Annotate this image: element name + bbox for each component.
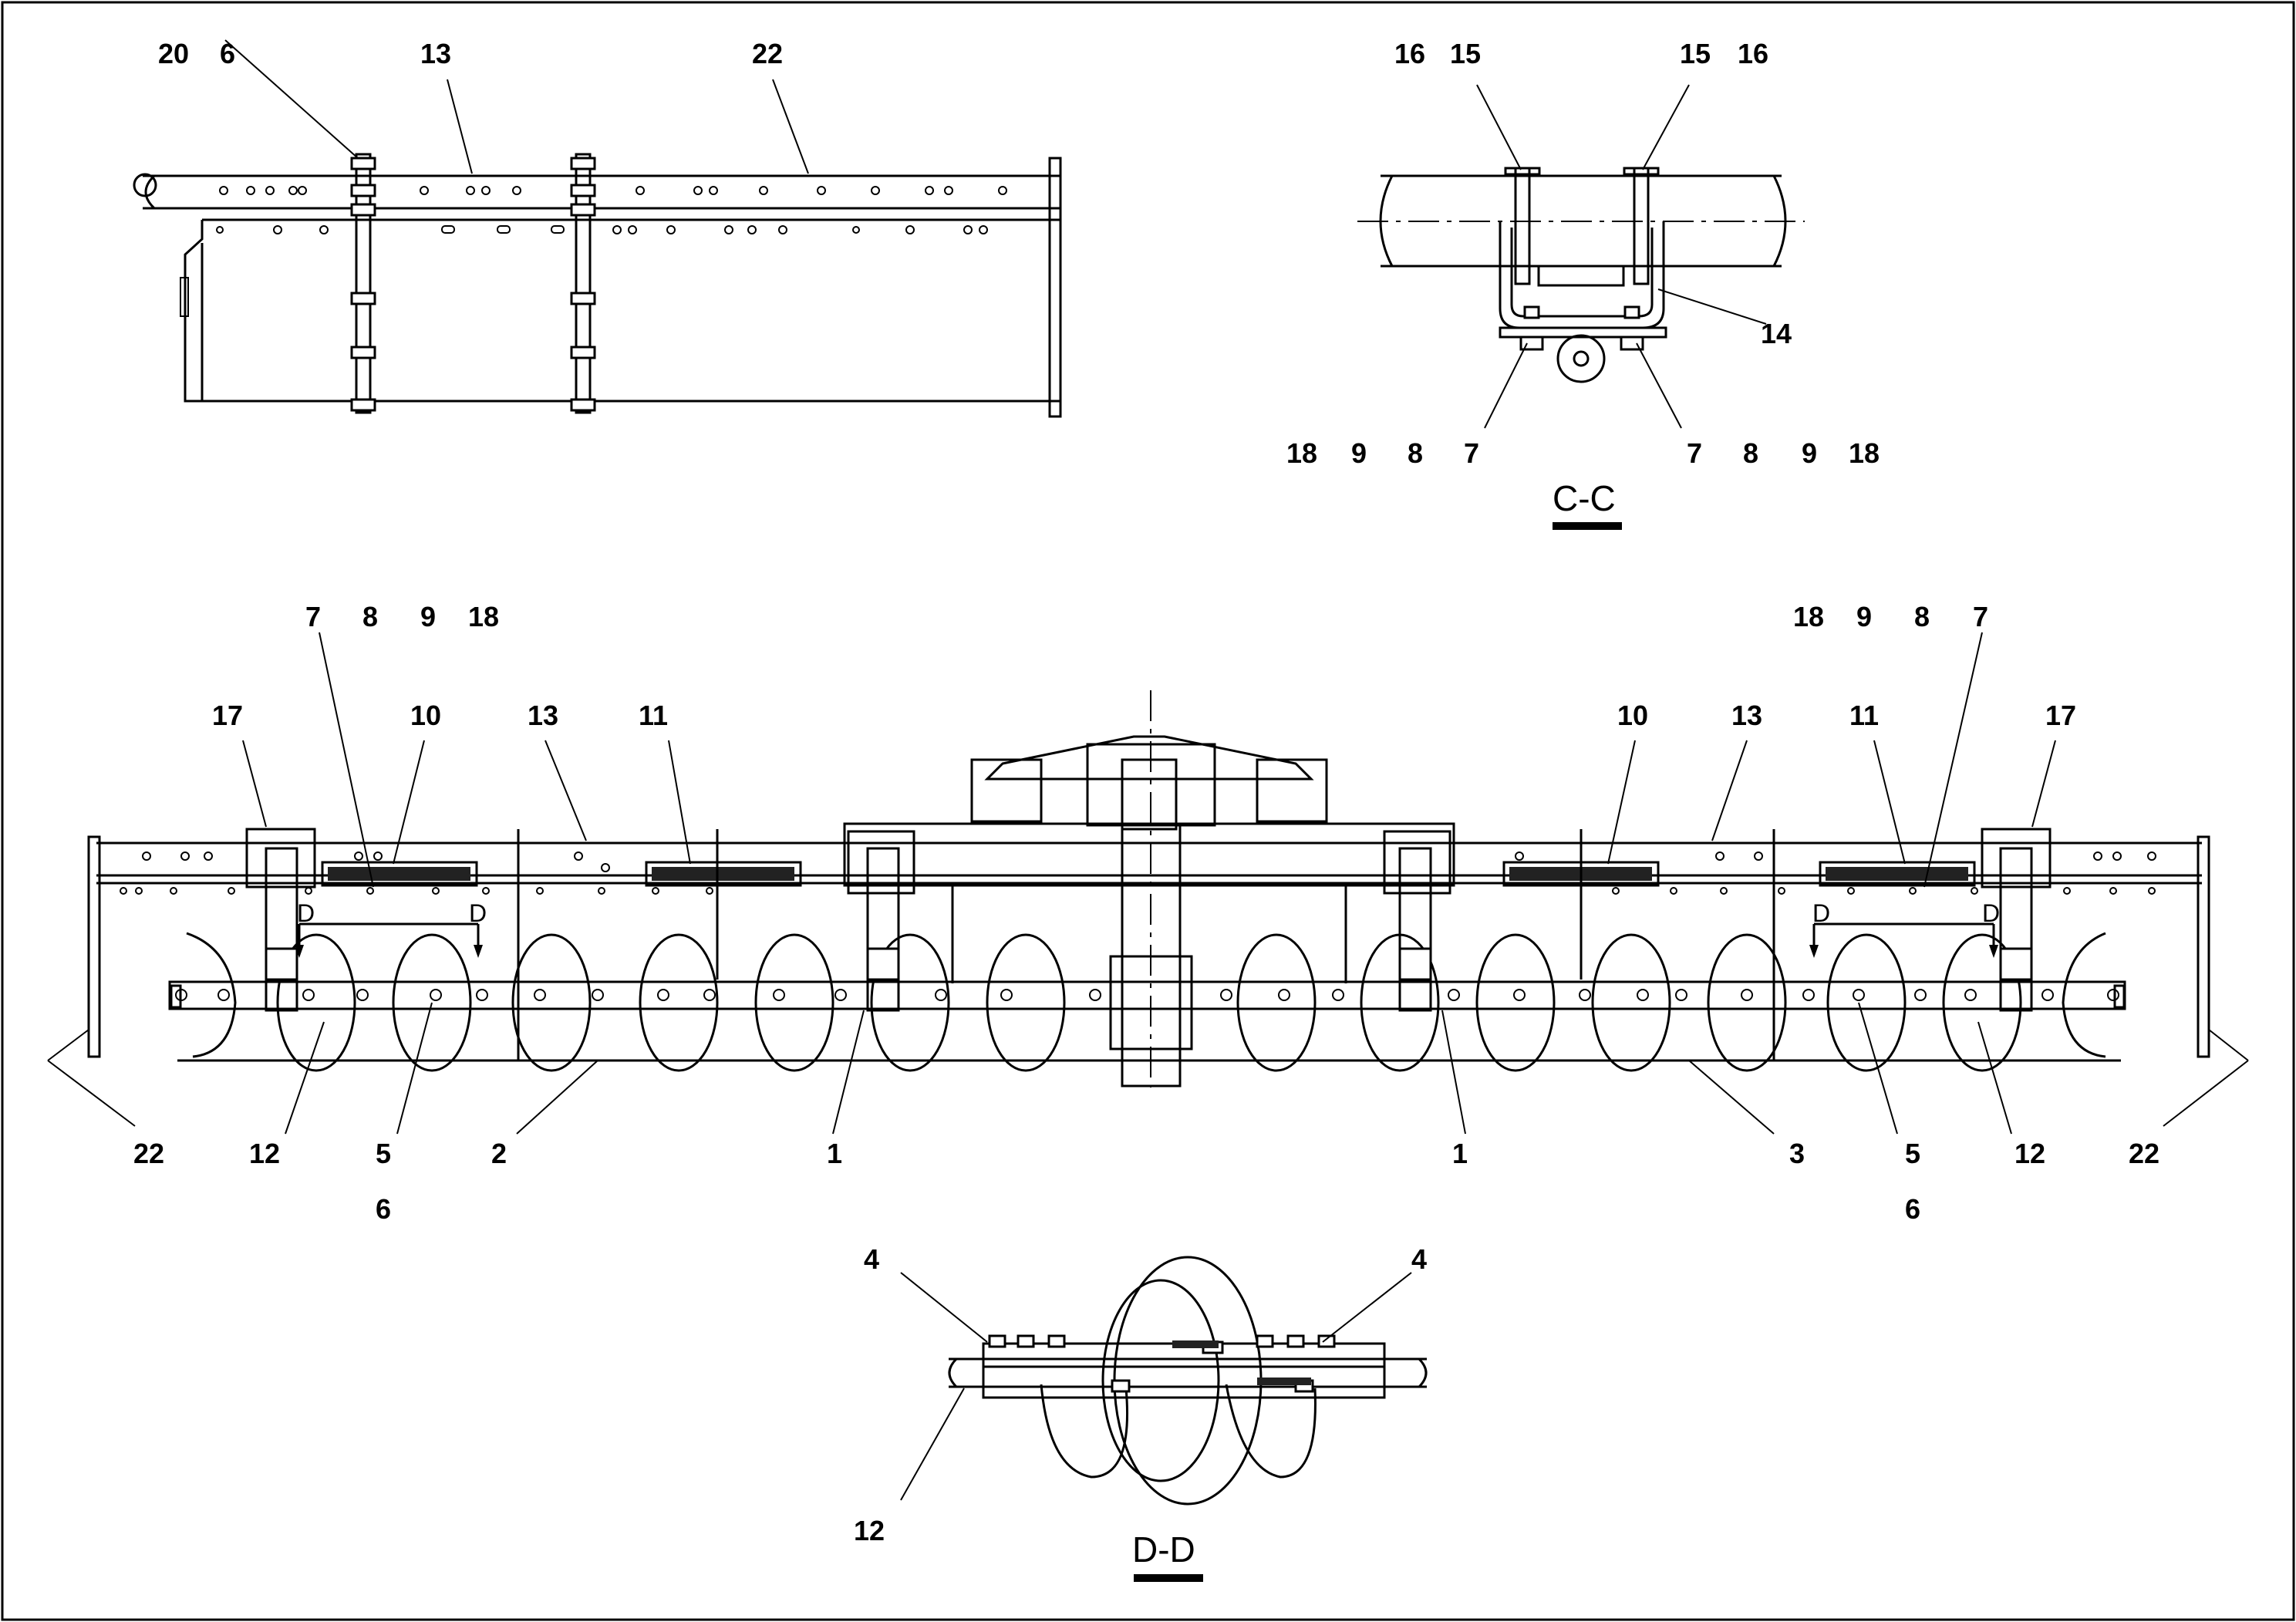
callout-11: 11 (1849, 700, 1879, 731)
callout-1: 1 (1452, 1138, 1468, 1169)
callout-9: 9 (1351, 437, 1367, 469)
callout-5: 5 (1905, 1138, 1920, 1169)
callout-9: 9 (1856, 601, 1872, 632)
callout-17: 17 (212, 700, 243, 731)
section-marker-d: D (1982, 899, 2000, 927)
section-marker-d: D (1812, 899, 1830, 927)
callout-8: 8 (1408, 437, 1423, 469)
callout-13: 13 (1731, 700, 1762, 731)
callout-6: 6 (376, 1193, 391, 1225)
callout-16: 16 (1394, 38, 1425, 69)
callout-7: 7 (1973, 601, 1988, 632)
top-view (133, 39, 1062, 418)
callout-4: 4 (864, 1243, 879, 1275)
callout-20: 20 (158, 38, 189, 69)
callout-13: 13 (420, 38, 451, 69)
callout-10: 10 (410, 700, 441, 731)
callout-18: 18 (1849, 437, 1880, 469)
callout-8: 8 (1914, 601, 1930, 632)
section-marker-d: D (297, 899, 315, 927)
callout-8: 8 (1743, 437, 1758, 469)
section-dd-title: D-D (1132, 1529, 1195, 1570)
callout-14: 14 (1761, 318, 1792, 349)
callout-1: 1 (827, 1138, 842, 1169)
section-cc-title: C-C (1553, 478, 1616, 518)
callout-8: 8 (362, 601, 378, 632)
callout-22: 22 (2129, 1138, 2159, 1169)
callout-9: 9 (1802, 437, 1817, 469)
callout-7: 7 (305, 601, 321, 632)
callout-5: 5 (376, 1138, 391, 1169)
section-marker-d: D (469, 899, 487, 927)
callout-18: 18 (468, 601, 499, 632)
callout-15: 15 (1680, 38, 1711, 69)
callout-17: 17 (2045, 700, 2076, 731)
callout-6: 6 (1905, 1193, 1920, 1225)
callout-12: 12 (854, 1515, 885, 1546)
callout-7: 7 (1687, 437, 1702, 469)
section-cc-view (1357, 84, 1805, 530)
callout-9: 9 (420, 601, 436, 632)
main-view (47, 632, 2249, 1135)
section-dd-view (900, 1256, 1428, 1582)
callout-11: 11 (639, 700, 668, 731)
callout-22: 22 (133, 1138, 164, 1169)
callout-18: 18 (1286, 437, 1317, 469)
callout-10: 10 (1617, 700, 1648, 731)
callout-13: 13 (528, 700, 558, 731)
callout-16: 16 (1738, 38, 1768, 69)
callout-22: 22 (752, 38, 783, 69)
callout-3: 3 (1789, 1138, 1805, 1169)
callout-2: 2 (491, 1138, 507, 1169)
callout-18: 18 (1793, 601, 1824, 632)
callout-12: 12 (249, 1138, 280, 1169)
callout-12: 12 (2014, 1138, 2045, 1169)
callout-4: 4 (1411, 1243, 1427, 1275)
callout-7: 7 (1464, 437, 1479, 469)
callout-6: 6 (220, 38, 235, 69)
callout-15: 15 (1450, 38, 1481, 69)
